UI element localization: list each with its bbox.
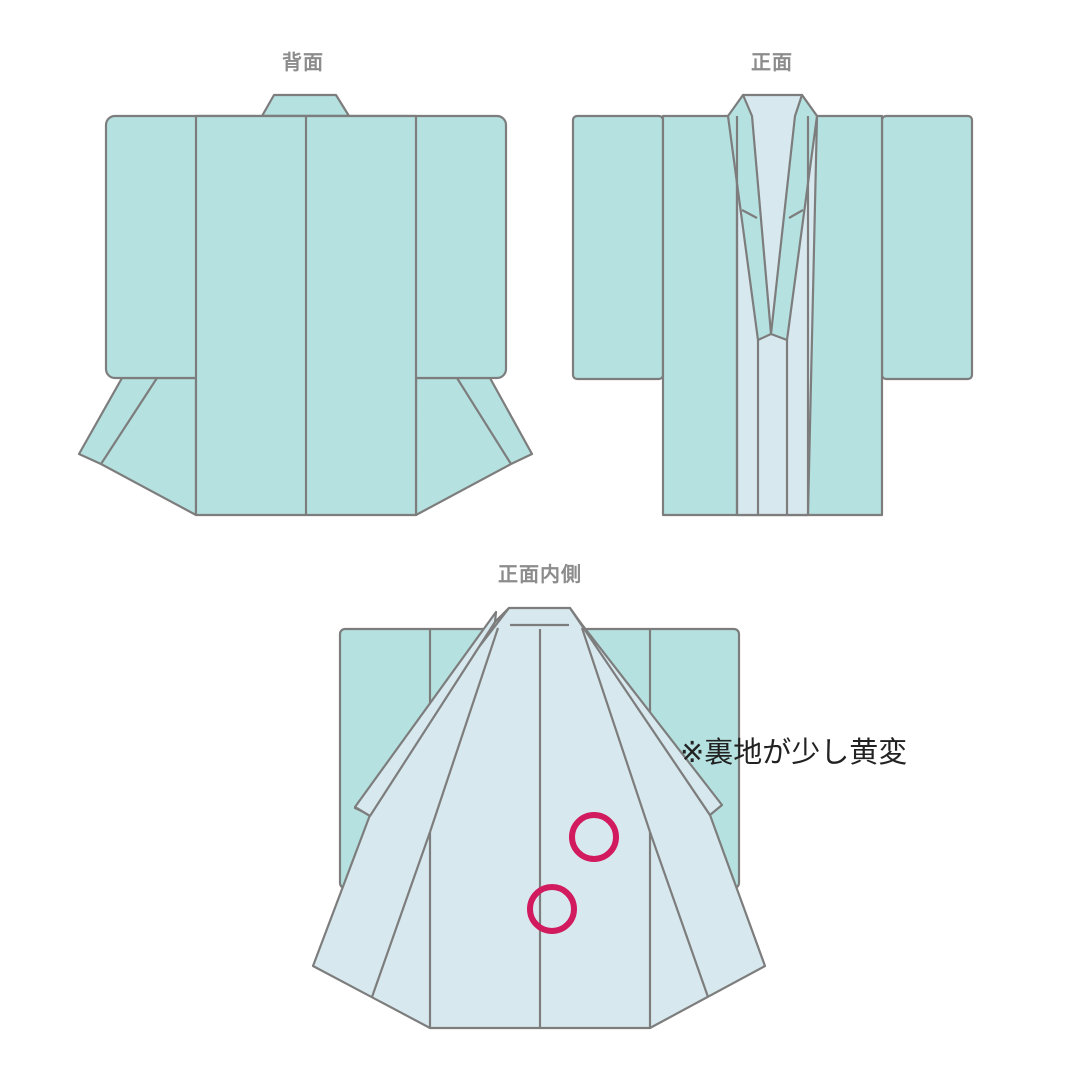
inside-right-panel-seam <box>580 627 652 833</box>
back-view <box>77 93 534 517</box>
inside-view <box>311 606 767 1030</box>
back-left-skirt-seam <box>100 377 158 465</box>
inside-left-gore-seam <box>370 831 432 998</box>
back-left-skirt-panel <box>77 376 198 517</box>
defect-marker <box>569 812 619 862</box>
inside-left-panel-seam <box>428 627 500 833</box>
defect-marker <box>527 884 577 934</box>
front-right-sleeve <box>880 114 974 381</box>
front-right-collar-fold <box>788 209 804 219</box>
back-right-skirt-panel <box>414 376 534 517</box>
front-left-collar <box>726 93 773 342</box>
inside-view-label: 正面内側 <box>498 562 582 586</box>
inside-left-collar-edge <box>353 610 498 818</box>
front-left-collar-fold <box>741 209 758 219</box>
back-right-skirt-seam <box>456 377 512 465</box>
lining-yellowing-note: ※裏地が少し黄変 <box>680 735 908 769</box>
front-view-label: 正面 <box>751 50 793 74</box>
inside-right-gore-seam <box>648 831 710 998</box>
back-collar <box>260 93 351 118</box>
front-right-collar <box>769 93 819 342</box>
front-left-sleeve <box>571 114 665 381</box>
front-view <box>571 93 974 517</box>
inside-right-collar <box>568 606 724 817</box>
back-view-label: 背面 <box>282 50 324 74</box>
